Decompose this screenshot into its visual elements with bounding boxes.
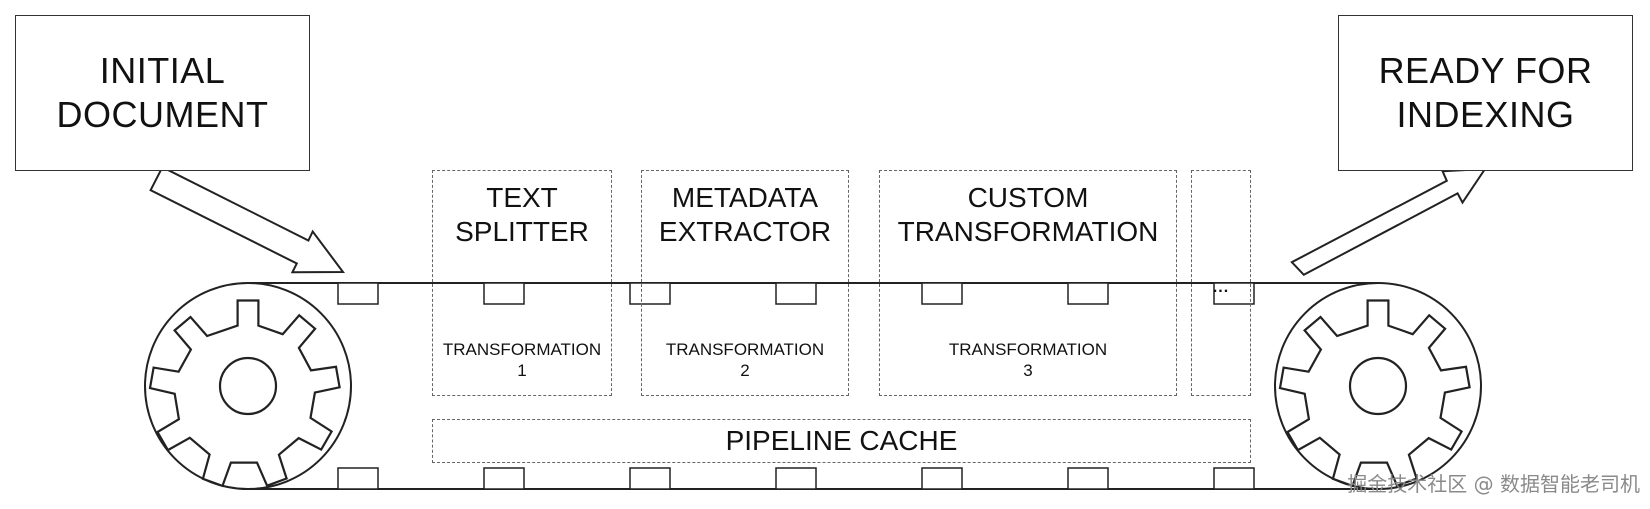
watermark-text: 掘金技术社区 @ 数据智能老司机 [1347, 472, 1640, 496]
stage-title-line1: METADATA [671, 182, 819, 213]
text-splitter-stage: TEXT SPLITTER TRANSFORMATION 1 [432, 170, 612, 396]
pipeline-cache-label: PIPELINE CACHE [725, 425, 958, 456]
belt-slat [1213, 282, 1255, 305]
belt-slat [337, 467, 379, 490]
stage-title-line1: CUSTOM [967, 182, 1089, 213]
belt-slat [775, 282, 817, 305]
ellipsis-label: ... [1212, 279, 1230, 296]
stage-sub-line1: TRANSFORMATION [665, 340, 825, 359]
more-stages-placeholder: ... [1191, 170, 1251, 396]
belt-slat [1067, 282, 1109, 305]
output-arrow-icon [1290, 167, 1487, 277]
output-box-line1: READY FOR [1378, 50, 1593, 91]
input-arrow-icon [149, 165, 345, 274]
ready-for-indexing-box: READY FOR INDEXING [1338, 15, 1633, 171]
pipeline-cache-box: PIPELINE CACHE [432, 419, 1251, 463]
belt-slat [629, 467, 671, 490]
left-gear-icon [144, 282, 352, 490]
stage-sub-line1: TRANSFORMATION [442, 340, 602, 359]
belt-slat [483, 467, 525, 490]
right-gear-icon [1274, 282, 1482, 490]
stage-title-line2: EXTRACTOR [658, 216, 832, 247]
stage-sub-line2: 2 [740, 361, 750, 380]
custom-transformation-stage: CUSTOM TRANSFORMATION TRANSFORMATION 3 [879, 170, 1177, 396]
stage-title-line1: TEXT [486, 182, 558, 213]
initial-document-box: INITIAL DOCUMENT [15, 15, 310, 171]
metadata-extractor-stage: METADATA EXTRACTOR TRANSFORMATION 2 [641, 170, 849, 396]
stage-title-line2: TRANSFORMATION [897, 216, 1159, 247]
input-box-line2: DOCUMENT [56, 94, 269, 135]
stage-title-line2: SPLITTER [455, 216, 589, 247]
belt-slat [483, 282, 525, 305]
belt-slat [1067, 467, 1109, 490]
belt-slat [921, 467, 963, 490]
belt-slat [1213, 467, 1255, 490]
input-box-line1: INITIAL [99, 50, 226, 91]
belt-slat [629, 282, 671, 305]
belt-slat [775, 467, 817, 490]
bottom-belt-slats [337, 467, 1255, 490]
belt-slat [337, 282, 379, 305]
stage-sub-line1: TRANSFORMATION [948, 340, 1108, 359]
belt-slat [921, 282, 963, 305]
output-box-line2: INDEXING [1396, 94, 1575, 135]
stage-sub-line2: 3 [1023, 361, 1033, 380]
stage-sub-line2: 1 [517, 361, 527, 380]
top-belt-slats [337, 282, 1255, 305]
